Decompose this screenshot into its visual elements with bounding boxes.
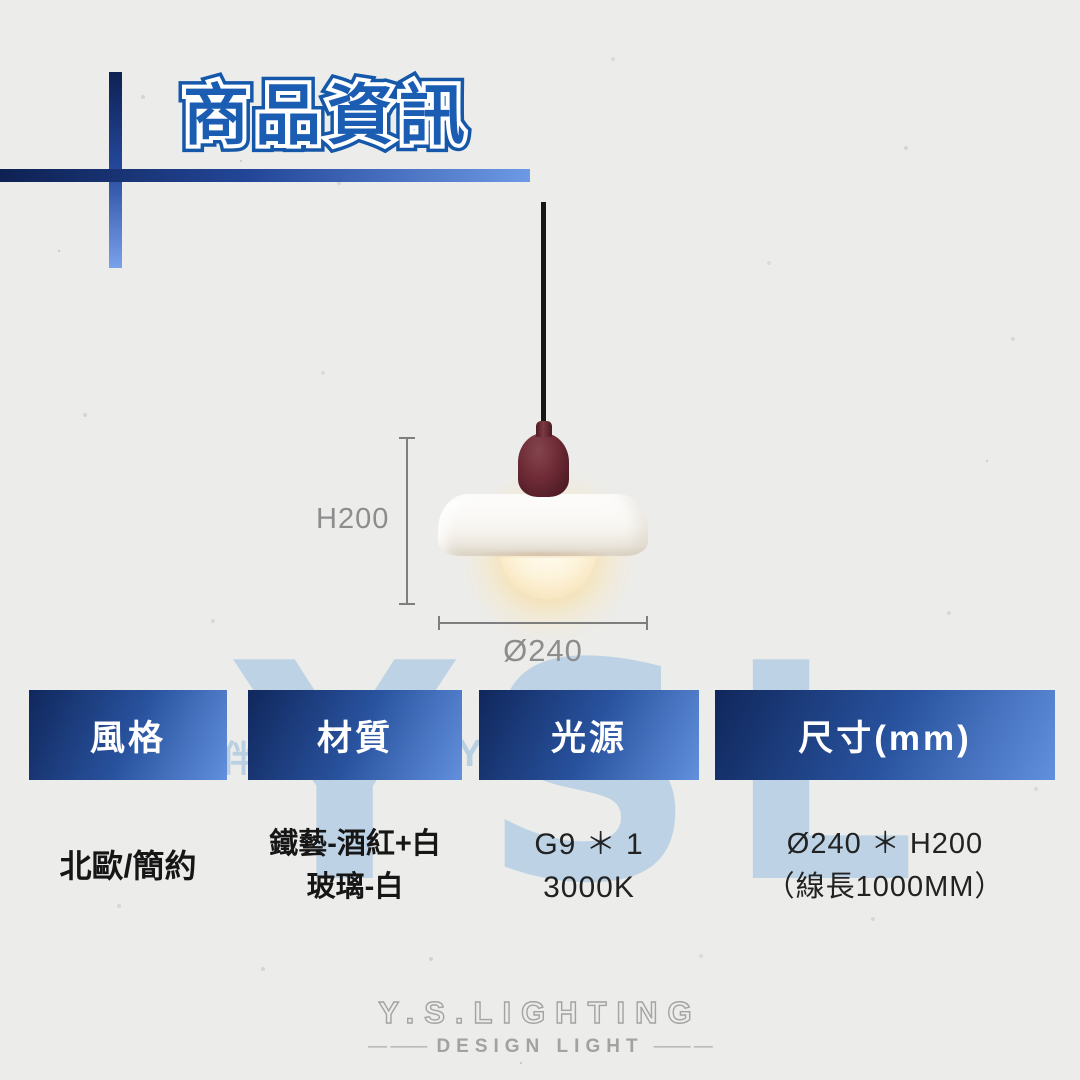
spec-value-line: 玻璃-白 [306, 871, 404, 903]
spec-header-style: 風格 [29, 690, 227, 780]
height-dimension-label: H200 [316, 503, 390, 535]
page-title-fill-layer: 商品資訊 [183, 78, 471, 152]
spec-value-line: 鐵藝-酒紅+白 [269, 828, 441, 860]
pendant-cord [541, 202, 546, 428]
page-title-white-layer: 商品資訊 [179, 74, 471, 156]
page-title: 商品資訊 商品資訊 商品資訊 [176, 71, 473, 160]
spec-header-dimensions: 尺寸(mm) [715, 690, 1055, 780]
spec-header-material: 材質 [248, 690, 462, 780]
spec-value-line: （線長1000MM） [765, 871, 1005, 903]
tagline-dash-left: — —— [368, 1036, 427, 1057]
lamp-socket [518, 433, 569, 497]
diameter-dimension-line [438, 616, 648, 630]
paper-texture [0, 0, 2, 2]
spec-value-style: 北歐/簡約 [29, 820, 227, 912]
header-horizontal-accent-bar [0, 169, 530, 182]
lamp-socket-neck [536, 421, 552, 437]
brand-logo-text: Y.S.LIGHTING [378, 994, 702, 1030]
spec-value-light-source: G9 ＊ 1 3000K [479, 820, 699, 912]
spec-value-line: Ø240 ＊ H200 [786, 828, 984, 860]
spec-value-line: G9 ＊ 1 [534, 828, 644, 861]
height-dimension-line [399, 437, 415, 605]
page-title-outline-layer: 商品資訊 [176, 71, 473, 160]
spec-value-line: 3000K [543, 871, 635, 904]
spec-value-material: 鐵藝-酒紅+白 玻璃-白 [248, 820, 462, 912]
spec-header-light-source: 光源 [479, 690, 699, 780]
spec-value-dimensions: Ø240 ＊ H200 （線長1000MM） [715, 820, 1055, 912]
brand-tagline: — —— DESIGN LIGHT —— — [0, 1036, 1080, 1058]
diameter-dimension-label: Ø240 [503, 633, 583, 668]
tagline-dash-right: —— — [653, 1036, 713, 1057]
lamp-shade [438, 494, 648, 559]
spec-value-line: 北歐/簡約 [59, 847, 197, 884]
tagline-text: DESIGN LIGHT [436, 1036, 644, 1057]
